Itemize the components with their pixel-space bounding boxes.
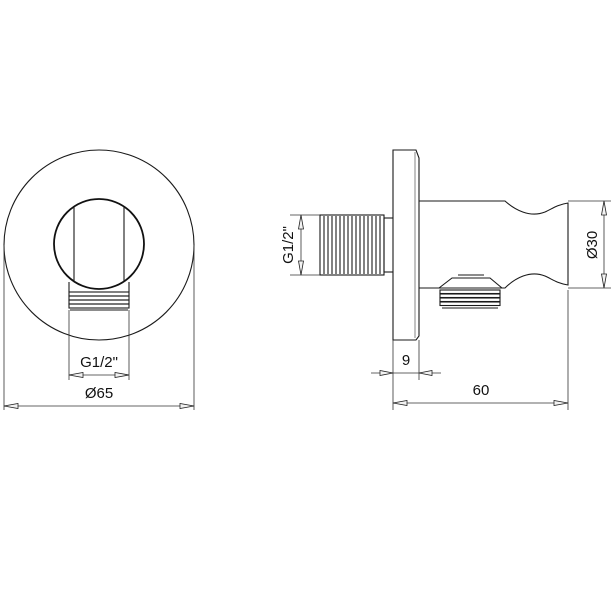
rosette-outer-circle <box>3 149 195 341</box>
side-diameter-dimension: Ø30 <box>584 200 607 289</box>
side-diameter-label: Ø30 <box>584 231 601 259</box>
side-thread-dimension: G1/2" <box>280 214 304 276</box>
holder-body <box>419 200 569 289</box>
front-view: G1/2" Ø65 <box>3 149 195 410</box>
front-diameter-label: Ø65 <box>85 385 113 402</box>
front-thread-nipple <box>68 282 130 311</box>
front-diameter-dimension: Ø65 <box>3 385 195 409</box>
front-thread-label: G1/2" <box>80 354 118 371</box>
overall-length-label: 60 <box>473 382 490 399</box>
side-outlet-thread <box>438 274 503 309</box>
overall-length-dimension: 60 <box>392 382 569 406</box>
holder-inner-circle <box>53 198 145 290</box>
side-thread-pipe <box>319 214 393 276</box>
flange-thickness-dimension: 9 <box>371 352 441 376</box>
side-view: G1/2" Ø30 9 60 <box>280 149 611 410</box>
side-thread-label: G1/2" <box>280 226 297 264</box>
flange-thickness-label: 9 <box>402 352 410 369</box>
front-thread-dimension: G1/2" <box>68 354 130 378</box>
